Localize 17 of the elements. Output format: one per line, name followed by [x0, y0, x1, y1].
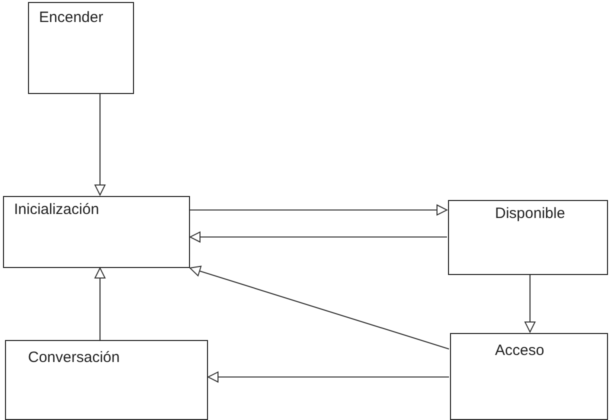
- arrow: [94, 94, 106, 196]
- state-label: Encender: [39, 9, 104, 26]
- state-label: Acceso: [495, 342, 544, 359]
- state-box: [5, 340, 208, 420]
- state-box: [28, 2, 134, 94]
- state-box: [3, 196, 190, 268]
- state-box: [450, 333, 608, 420]
- arrow: [190, 204, 448, 216]
- arrow: [190, 266, 450, 350]
- arrow: [94, 268, 106, 340]
- state-label: Disponible: [495, 205, 566, 222]
- arrow: [190, 232, 447, 242]
- state-label: Inicialización: [14, 201, 100, 218]
- arrow: [208, 372, 449, 382]
- state-label: Conversación: [28, 349, 120, 366]
- state-box: [448, 200, 608, 275]
- arrow: [524, 275, 536, 332]
